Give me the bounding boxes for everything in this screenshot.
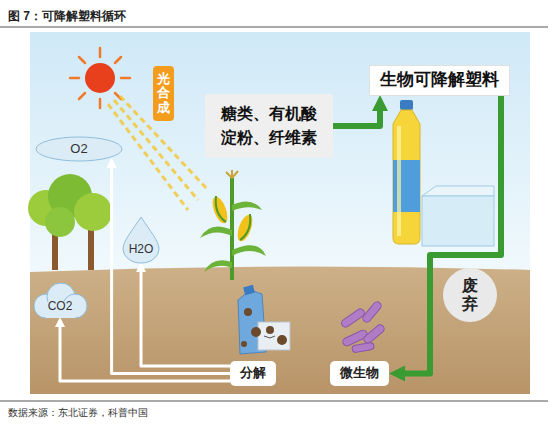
sun-part-part xyxy=(121,77,130,80)
decomposing-waste-part xyxy=(258,322,290,350)
corn-plant xyxy=(200,170,266,280)
plastic-container xyxy=(422,186,494,246)
product-box: 生物可降解塑料 xyxy=(370,66,509,95)
corn-plant-part xyxy=(235,213,256,243)
corn-plant-part xyxy=(240,214,250,240)
oxygen-ellipse-text: O2 xyxy=(70,141,87,158)
water-drop: H2O xyxy=(121,216,161,264)
microbes xyxy=(340,300,386,353)
plastic-bottle-part xyxy=(400,100,413,110)
ground-part xyxy=(30,266,530,394)
corn-plant-part xyxy=(226,170,238,178)
figure-title: 图 7：可降解塑料循环 xyxy=(8,8,126,25)
discard-circle-text: 废弃 xyxy=(462,277,478,312)
material-box: 糖类、有机酸 淀粉、纤维素 xyxy=(205,94,333,158)
sun-part-part xyxy=(79,57,85,63)
microbe-box-text: 微生物 xyxy=(340,365,379,382)
decomposing-waste-part xyxy=(241,341,247,347)
photosynthesis-tag: 光合成 xyxy=(153,66,174,121)
sun-part-part xyxy=(99,48,102,57)
ground xyxy=(30,266,530,394)
sky-part xyxy=(30,32,530,277)
plastic-container-part xyxy=(422,196,494,246)
decompose-box-text: 分解 xyxy=(240,365,266,382)
decomposing-waste-part xyxy=(251,327,261,337)
corn-plant-part xyxy=(232,201,262,211)
oxygen-ellipse: O2 xyxy=(35,136,123,162)
decompose-box: 分解 xyxy=(230,361,276,386)
sun-part-part xyxy=(70,77,79,80)
water-drop-text: H2O xyxy=(129,242,154,258)
sun-part-part xyxy=(79,93,85,99)
microbes-part xyxy=(340,307,366,328)
decomposing-waste-part xyxy=(277,335,287,345)
flow-arrow xyxy=(112,164,230,374)
discard-circle: 废弃 xyxy=(443,268,497,322)
plastic-bottle xyxy=(393,100,420,244)
co2-cloud-shape xyxy=(34,283,87,318)
material-box-text: 糖类、有机酸 淀粉、纤维素 xyxy=(219,102,319,150)
flow-arrow xyxy=(333,105,380,126)
decomposing-waste-part xyxy=(244,308,252,316)
co2-cloud: CO2 xyxy=(31,280,89,320)
decomposing-waste-part xyxy=(266,326,274,334)
trees-part xyxy=(45,207,75,237)
co2-cloud-text: CO2 xyxy=(48,299,73,315)
sun-part-part xyxy=(115,57,121,63)
product-box-text: 生物可降解塑料 xyxy=(380,69,499,91)
sun-part xyxy=(85,63,115,93)
decomposing-waste-part xyxy=(243,285,255,295)
trees-part xyxy=(88,228,94,270)
decomposing-waste-part xyxy=(264,336,275,338)
trees-part xyxy=(74,193,112,231)
microbes-part xyxy=(362,323,386,345)
corn-plant-part xyxy=(200,226,232,238)
plastic-bottle-part xyxy=(397,126,401,236)
trees xyxy=(28,174,112,270)
plastic-bottle-part xyxy=(393,110,420,244)
title-rule xyxy=(0,27,548,28)
plastic-container-part xyxy=(422,186,494,196)
microbes-part xyxy=(361,300,383,324)
caption-rule-part xyxy=(0,401,548,402)
sun-part-part xyxy=(99,99,102,108)
oxygen-ellipse-shape xyxy=(36,137,122,161)
corn-plant-part xyxy=(216,196,226,222)
sunbeams-part xyxy=(108,104,188,210)
flow-arrow xyxy=(60,323,230,381)
corn-plant-part xyxy=(204,260,232,272)
microbe-box: 微生物 xyxy=(330,361,389,386)
water-drop-shape xyxy=(123,217,159,263)
microbes-part xyxy=(352,342,375,353)
sky xyxy=(30,32,530,277)
flow-arrow xyxy=(399,95,501,374)
figure-caption: 数据来源：东北证券，科普中国 xyxy=(8,406,148,420)
corn-plant-part xyxy=(232,245,266,256)
water-drop-outline xyxy=(121,216,161,264)
photosynthesis-tag-text: 光合成 xyxy=(157,72,170,115)
corn-plant-part xyxy=(210,195,231,225)
decomposing-waste xyxy=(238,285,290,354)
caption-rule xyxy=(0,401,548,402)
title-rule-part xyxy=(0,27,548,28)
flow-arrow xyxy=(141,268,230,366)
